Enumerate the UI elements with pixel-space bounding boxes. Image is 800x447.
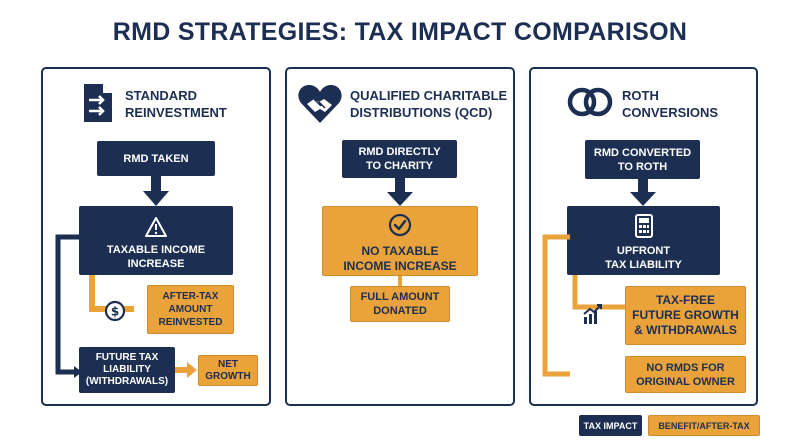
down-arrow: [630, 179, 656, 206]
full-amount-donated-box: FULL AMOUNT DONATED: [350, 286, 450, 322]
no-rmds-box: NO RMDS FOR ORIGINAL OWNER: [625, 356, 746, 393]
upfront-tax-liability-box: UPFRONT TAX LIABILITY: [567, 206, 720, 275]
down-arrow: [143, 176, 169, 206]
check-circle-icon: [388, 213, 412, 236]
connector-to-donated: [398, 276, 402, 286]
no-taxable-income-box: NO TAXABLE INCOME INCREASE: [322, 206, 478, 276]
legend-tax-impact: TAX IMPACT: [579, 415, 642, 436]
growth-chart-icon: [583, 304, 602, 324]
tax-free-growth-box: TAX-FREE FUTURE GROWTH & WITHDRAWALS: [625, 286, 746, 345]
future-tax-liability-box: FUTURE TAX LIABILITY (WITHDRAWALS): [79, 347, 175, 393]
net-growth-box: NET GROWTH: [198, 355, 258, 386]
calculator-icon: [634, 213, 653, 238]
panel-heading-standard: STANDARD REINVESTMENT: [125, 88, 227, 120]
panel-heading-qcd: QUALIFIED CHARITABLE DISTRIBUTIONS (QCD): [350, 88, 508, 120]
taxable-income-box: TAXABLE INCOME INCREASE: [79, 206, 233, 275]
panel-heading-roth: ROTH CONVERSIONS: [622, 88, 719, 120]
dollar-coin-icon: $: [104, 300, 126, 322]
document-arrows-icon: [84, 84, 112, 122]
rmd-converted-to-roth-box: RMD CONVERTED TO ROTH: [585, 140, 700, 179]
connector-to-no-rmds: [542, 234, 570, 377]
down-arrow: [387, 178, 413, 206]
right-arrow: [175, 362, 197, 378]
heart-handshake-icon: [298, 85, 342, 123]
rmd-taken-box: RMD TAKEN: [97, 141, 215, 176]
connector-to-tax-free: [572, 275, 628, 310]
after-tax-reinvested-box: AFTER-TAX AMOUNT REINVESTED: [147, 285, 234, 334]
svg-text:$: $: [111, 305, 119, 319]
diagram-title: RMD STRATEGIES: TAX IMPACT COMPARISON: [112, 18, 688, 46]
legend-benefit: BENEFIT/AFTER-TAX: [648, 415, 760, 436]
warning-icon: [145, 216, 167, 237]
connector-to-future-tax: [55, 234, 82, 378]
linked-rings-icon: [567, 87, 613, 117]
rmd-directly-to-charity-box: RMD DIRECTLY TO CHARITY: [342, 140, 457, 178]
